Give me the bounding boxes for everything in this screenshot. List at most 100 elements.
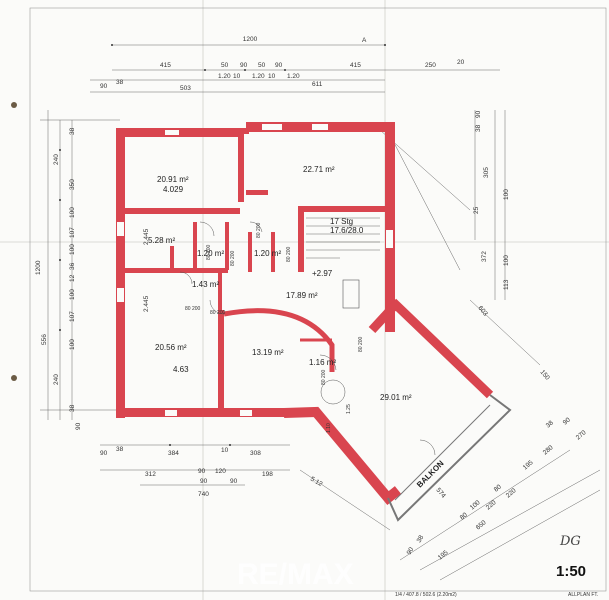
door-label: 80 200 [358, 336, 364, 352]
door-label: 80 200 [210, 310, 226, 316]
dim-right: 90 [562, 416, 572, 426]
balcony-outline [387, 394, 512, 522]
wall-stair-top [298, 206, 394, 212]
dim-left: 90 [75, 422, 82, 430]
dim-top: 1.20 [218, 73, 231, 80]
dimension-ticks [59, 44, 386, 446]
wall-v-small [170, 246, 174, 271]
dim-top: 90 [240, 62, 248, 69]
wall-v-1.43 [218, 270, 222, 314]
stamp-text: ALLPLAN FT. [568, 592, 598, 598]
dim-right: 574 [434, 487, 447, 500]
door-swings [179, 221, 436, 456]
dim-bottom: 198 [262, 471, 273, 478]
dim-top: 1.20 [287, 73, 300, 80]
dim-left: 100 [69, 289, 76, 300]
dim-right: 195 [522, 459, 535, 472]
door-label: 80 200 [185, 306, 201, 312]
punch-hole [11, 102, 17, 108]
dim-right: 38 [545, 419, 555, 429]
dim-bottom: 90 [230, 478, 238, 485]
level-note: DG [559, 534, 581, 549]
dim-bottom: 10 [221, 447, 229, 454]
dim-top-total: 1200 [243, 36, 258, 43]
door-label: 80 200 [206, 244, 212, 260]
dim-right: 38 [416, 534, 426, 544]
dim-right: 100 [503, 189, 510, 200]
dim-right: 220 [505, 487, 518, 500]
door-label: 80 200 [286, 246, 292, 262]
dim-left: 36 [69, 262, 76, 270]
dim-left: 38 [69, 127, 76, 135]
walls [116, 122, 395, 418]
dim-left: 2.445 [143, 295, 150, 312]
dim-right: 90 [406, 546, 416, 556]
dim-right: 25 [473, 206, 480, 214]
dim-right: 80 [459, 511, 469, 521]
wall-v-wc3 [248, 232, 252, 272]
dim-right: 100 [469, 499, 482, 512]
north-mark: A [362, 37, 367, 44]
dim-top: 90 [100, 83, 108, 90]
misc-label: 1.25 [346, 404, 352, 414]
dim-bottom: 38 [116, 446, 124, 453]
dim-right: 38 [475, 124, 482, 132]
dim-right: 195 [437, 549, 450, 562]
room-area-label: 1.20 m² [254, 249, 281, 258]
dim-bottom: 312 [145, 471, 156, 478]
dim-top: 10 [233, 73, 241, 80]
wall-v-mid [218, 310, 224, 410]
room-area-label: 1.20 m² [197, 249, 224, 258]
dim-right: 270 [575, 429, 588, 442]
dim-top: 611 [312, 81, 323, 88]
wall-right-upper [385, 122, 395, 332]
left-dimensions: 38 240 350 100 107 100 36 12 100 107 100… [35, 127, 150, 430]
wall-stair-left [298, 206, 304, 272]
dim-top: 415 [160, 62, 171, 69]
dim-bottom: 308 [250, 450, 261, 457]
dim-left-total: 1200 [35, 260, 42, 275]
wall-angled-bottom [283, 406, 402, 505]
punch-hole [11, 375, 17, 381]
dim-left: 2.445 [143, 228, 150, 245]
wall-bottom-left [116, 408, 286, 417]
dim-right: 305 [483, 167, 490, 178]
wall-partition-1 [238, 130, 244, 202]
drawing-frame [29, 7, 607, 592]
room-area-label: 1.43 m² [192, 280, 219, 289]
room-sub-label: 4.029 [163, 185, 184, 194]
dim-right: 220 [485, 499, 498, 512]
dim-left: 12 [69, 274, 76, 282]
dim-left: 100 [69, 207, 76, 218]
door-label: 80 200 [256, 222, 262, 238]
dim-bottom: 120 [215, 468, 226, 475]
wall-diagonal-room [368, 298, 494, 399]
dim-bottom: 384 [168, 450, 179, 457]
room-area-label: 20.91 m² [157, 175, 189, 184]
dim-left: 38 [69, 404, 76, 412]
dim-right: 280 [542, 444, 555, 457]
dim-left: 240 [53, 154, 60, 165]
dim-top: 50 [258, 62, 266, 69]
wall-v-wc2 [225, 222, 229, 270]
dim-right: 372 [481, 251, 488, 262]
dim-left: 107 [69, 311, 76, 322]
dim-top: 38 [116, 79, 124, 86]
room-area-label: 13.19 m² [252, 348, 284, 357]
dim-right: 100 [503, 255, 510, 266]
skylight [342, 279, 360, 309]
misc-label: 1.10 [326, 423, 332, 433]
dim-right: 80 [493, 483, 503, 493]
dim-right: 113 [503, 279, 510, 290]
remax-watermark: RE/MAX [237, 558, 354, 591]
stair-ratio: 17.6/28.0 [330, 226, 364, 235]
scale-label: 1:50 [556, 563, 586, 580]
dim-left: 556 [41, 334, 48, 345]
stair-label: 17 Stg [330, 217, 353, 226]
stair-treads [306, 217, 380, 259]
dim-bottom: 90 [198, 468, 206, 475]
room-area-label: 29.01 m² [380, 393, 412, 402]
dim-bottom: 90 [200, 478, 208, 485]
dim-top: 503 [180, 85, 191, 92]
room-sub-label: 4.63 [173, 365, 189, 374]
